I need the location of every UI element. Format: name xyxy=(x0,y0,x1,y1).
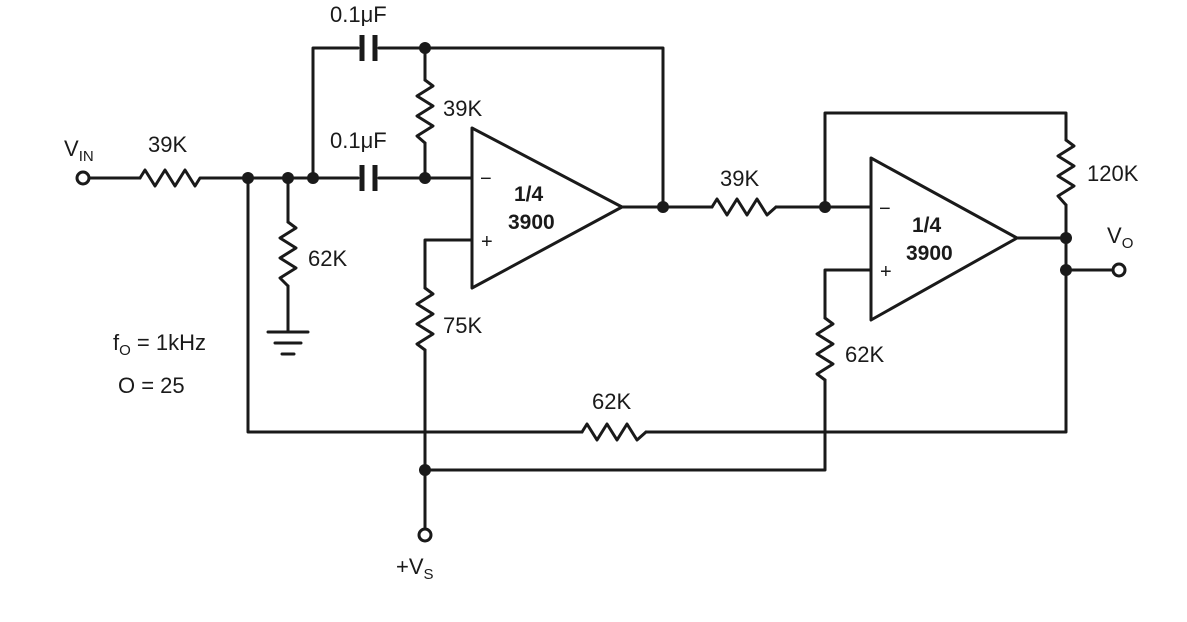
opamp-1-minus: − xyxy=(480,168,492,190)
label-r-in: 39K xyxy=(148,132,187,157)
vin-label: VIN xyxy=(64,136,94,165)
label-r-bias2: 62K xyxy=(845,342,884,367)
opamp-1 xyxy=(470,126,624,290)
vo-label: VO xyxy=(1107,223,1133,252)
vo-terminal xyxy=(1111,262,1127,278)
wires xyxy=(88,46,1114,537)
opamp-2 xyxy=(869,156,1019,322)
capacitor-c-mid xyxy=(343,165,378,191)
vs-terminal xyxy=(417,527,433,543)
label-r-fb2: 120K xyxy=(1087,161,1139,186)
label-r-fb1: 39K xyxy=(443,96,482,121)
capacitors xyxy=(343,35,378,191)
opamp-2-part-top: 1/4 xyxy=(912,214,942,237)
resistor-r-bias1 xyxy=(415,286,435,352)
resistor-r-fb1 xyxy=(415,78,435,145)
vs-label: +VS xyxy=(396,554,434,583)
opamp-1-part-top: 1/4 xyxy=(514,183,544,206)
vin-terminal xyxy=(75,170,91,186)
capacitor-c-top xyxy=(359,35,378,61)
opamp-2-plus: + xyxy=(880,261,892,283)
opamp-2-minus: − xyxy=(879,198,891,220)
resistors xyxy=(138,78,1076,442)
resistor-r-fb2 xyxy=(1056,138,1076,207)
junction-dots xyxy=(242,42,1072,476)
label-c-mid: 0.1μF xyxy=(330,128,387,153)
resistor-r-shunt xyxy=(278,220,298,288)
resistor-r-bottom xyxy=(580,422,648,442)
resistor-r-bias2 xyxy=(815,316,835,382)
opamp-1-plus: + xyxy=(481,231,493,253)
label-r-mid: 39K xyxy=(720,166,759,191)
opamp-1-part-bottom: 3900 xyxy=(508,211,555,234)
resistor-r-in xyxy=(138,168,207,188)
label-r-shunt: 62K xyxy=(308,246,347,271)
q-spec: O = 25 xyxy=(118,373,185,398)
f0-spec: fO = 1kHz xyxy=(113,330,206,359)
label-r-bottom: 62K xyxy=(592,389,631,414)
label-c-top: 0.1μF xyxy=(330,2,387,27)
opamp-2-part-bottom: 3900 xyxy=(906,242,953,265)
resistor-r-mid xyxy=(710,197,778,217)
label-r-bias1: 75K xyxy=(443,313,482,338)
